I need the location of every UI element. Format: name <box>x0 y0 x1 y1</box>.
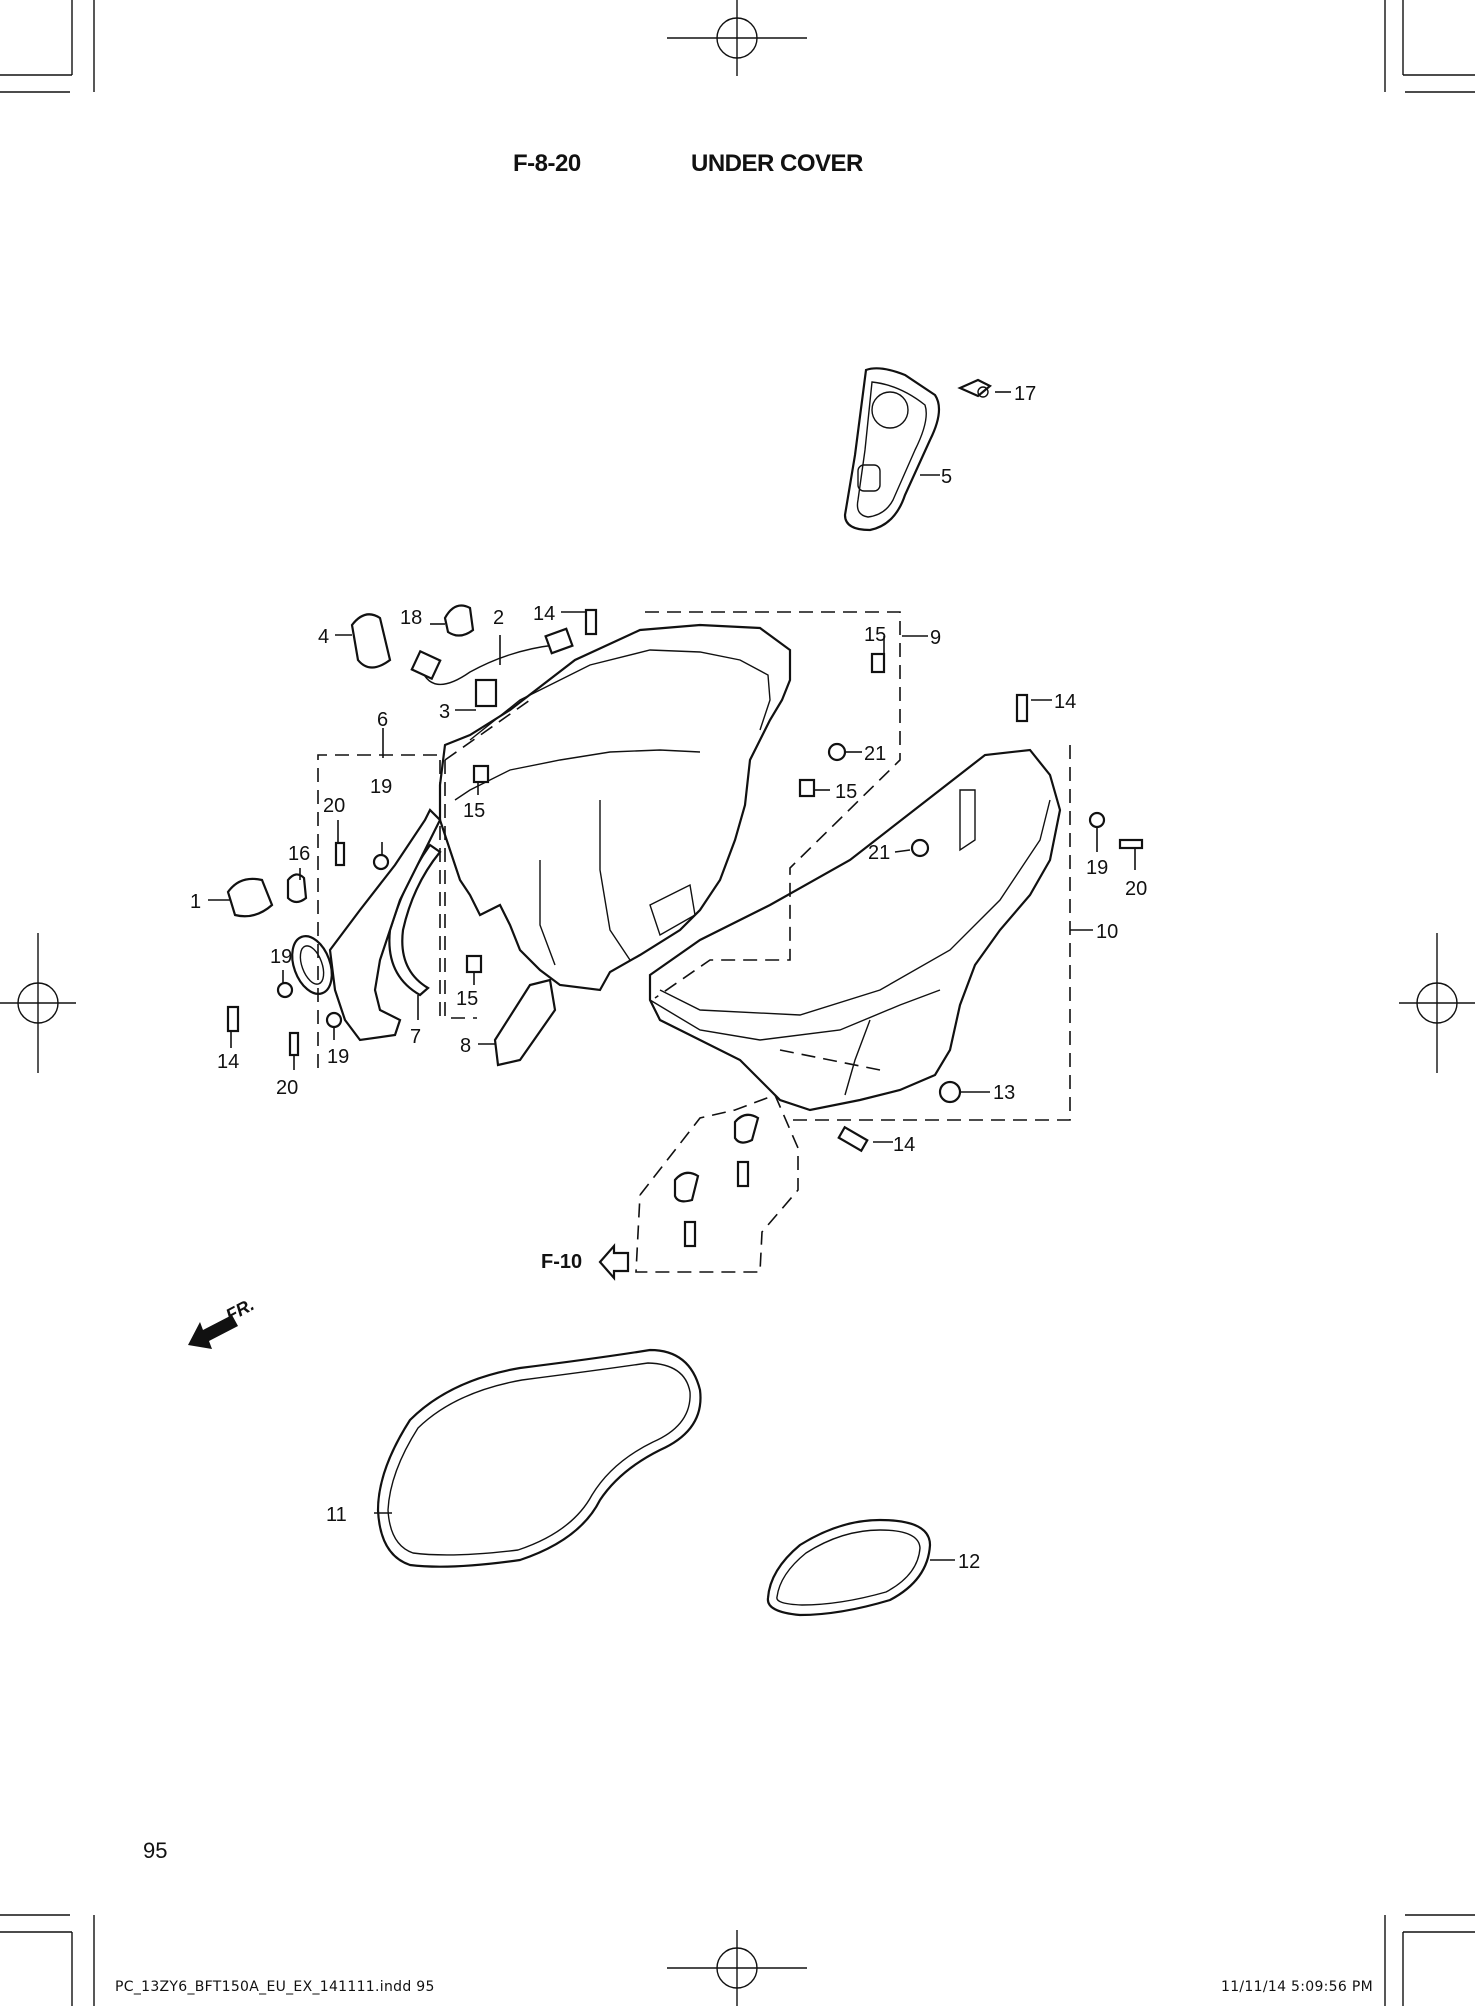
reference-arrow-icon <box>598 1243 630 1281</box>
callout-15-d: 15 <box>864 624 886 646</box>
callout-1: 1 <box>190 891 201 913</box>
part-19-washer-b <box>276 981 294 999</box>
callout-6: 6 <box>377 709 388 731</box>
callout-20-c: 20 <box>1125 878 1147 900</box>
part-19-washer-d <box>1088 811 1106 829</box>
part-15-clip-a <box>472 764 490 784</box>
f10-bolt-upper <box>736 1160 750 1188</box>
callout-2: 2 <box>493 607 504 629</box>
callout-19-a: 19 <box>370 776 392 798</box>
footer-timestamp: 11/11/14 5:09:56 PM <box>1221 1979 1373 1995</box>
f10-clamp-upper <box>733 1113 760 1144</box>
part-10-lower-cover <box>648 748 1062 1112</box>
callout-14-top: 14 <box>533 603 555 625</box>
part-8-plate <box>493 978 557 1067</box>
callout-14-left: 14 <box>217 1051 239 1073</box>
callout-15-b: 15 <box>835 781 857 803</box>
front-direction: FR. <box>188 1294 257 1349</box>
part-12-gasket <box>766 1518 932 1617</box>
callout-3: 3 <box>439 701 450 723</box>
footer-filename: PC_13ZY6_BFT150A_EU_EX_141111.indd 95 <box>115 1979 435 1995</box>
callout-16: 16 <box>288 843 310 865</box>
callout-18: 18 <box>400 607 422 629</box>
callout-9: 9 <box>930 627 941 649</box>
part-20-screw-a <box>334 841 346 867</box>
callout-15-c: 15 <box>456 988 478 1010</box>
callout-7: 7 <box>410 1026 421 1048</box>
part-15-clip-b <box>798 778 816 798</box>
part-12-gasket-inner <box>776 1529 921 1606</box>
part-14-bolt-lower <box>837 1125 869 1153</box>
leader-lines <box>208 391 1136 1561</box>
part-5-panel <box>843 367 941 532</box>
part-21-pin-a <box>827 742 847 762</box>
part-13-grommet <box>938 1080 962 1104</box>
diagram-title: UNDER COVER <box>691 150 863 177</box>
callout-19-c: 19 <box>327 1046 349 1068</box>
part-15-clip-d <box>870 652 886 674</box>
small-parts <box>226 604 1144 1248</box>
front-arrow-icon <box>188 1315 238 1349</box>
part-14-bolt-left <box>226 1005 240 1033</box>
diagram-code: F-8-20 <box>513 150 581 177</box>
page-number: 95 <box>143 1838 168 1863</box>
part-11-gasket-inner <box>387 1362 691 1556</box>
part-18-grommet <box>443 604 475 637</box>
part-2-connector-b <box>544 627 574 655</box>
callout-14-lower: 14 <box>893 1134 915 1156</box>
part-15-clip-c <box>465 954 483 974</box>
part-20-screw-b <box>288 1031 300 1057</box>
callout-19-d: 19 <box>1086 857 1108 879</box>
callout-15-a: 15 <box>463 800 485 822</box>
callout-17: 17 <box>1014 383 1036 405</box>
callout-5: 5 <box>941 466 952 488</box>
part-11-gasket <box>376 1348 702 1568</box>
part-6-bracket <box>291 808 442 1042</box>
part-3-clip <box>474 678 498 708</box>
part-19-washer-c <box>325 1011 343 1029</box>
callout-20-a: 20 <box>323 795 345 817</box>
f10-reference: F-10 <box>541 1243 630 1281</box>
callout-labels: 1 2 3 4 5 6 7 8 9 10 11 12 13 14 14 14 1… <box>190 383 1147 1573</box>
part-14-bolt-top <box>584 608 598 636</box>
part-14-bolt-right <box>1015 693 1029 723</box>
callout-12: 12 <box>958 1551 980 1573</box>
part-1-grommet <box>226 877 274 918</box>
part-2-harness <box>419 644 556 686</box>
f10-reference-label: F-10 <box>541 1251 582 1273</box>
f10-clamp-lower <box>673 1171 700 1203</box>
part-21-pin-b <box>910 838 930 858</box>
callout-21-b: 21 <box>868 842 890 864</box>
callout-8: 8 <box>460 1035 471 1057</box>
part-9-upper-cover <box>438 623 792 992</box>
callout-4: 4 <box>318 626 329 648</box>
callout-20-b: 20 <box>276 1077 298 1099</box>
callout-19-b: 19 <box>270 946 292 968</box>
part-19-washer-a <box>372 853 390 871</box>
part-17-clip <box>957 378 992 398</box>
callout-10: 10 <box>1096 921 1118 943</box>
part-4-plug <box>350 613 392 669</box>
part-20-screw-c <box>1118 838 1144 850</box>
callout-14-right: 14 <box>1054 691 1076 713</box>
f10-bolt-lower <box>683 1220 697 1248</box>
callout-13: 13 <box>993 1082 1015 1104</box>
part-16-collar <box>286 873 308 904</box>
part-2-connector-a <box>410 649 442 681</box>
group-boundaries <box>317 611 1071 1273</box>
callout-11: 11 <box>326 1504 347 1526</box>
callout-21-a: 21 <box>864 743 886 765</box>
